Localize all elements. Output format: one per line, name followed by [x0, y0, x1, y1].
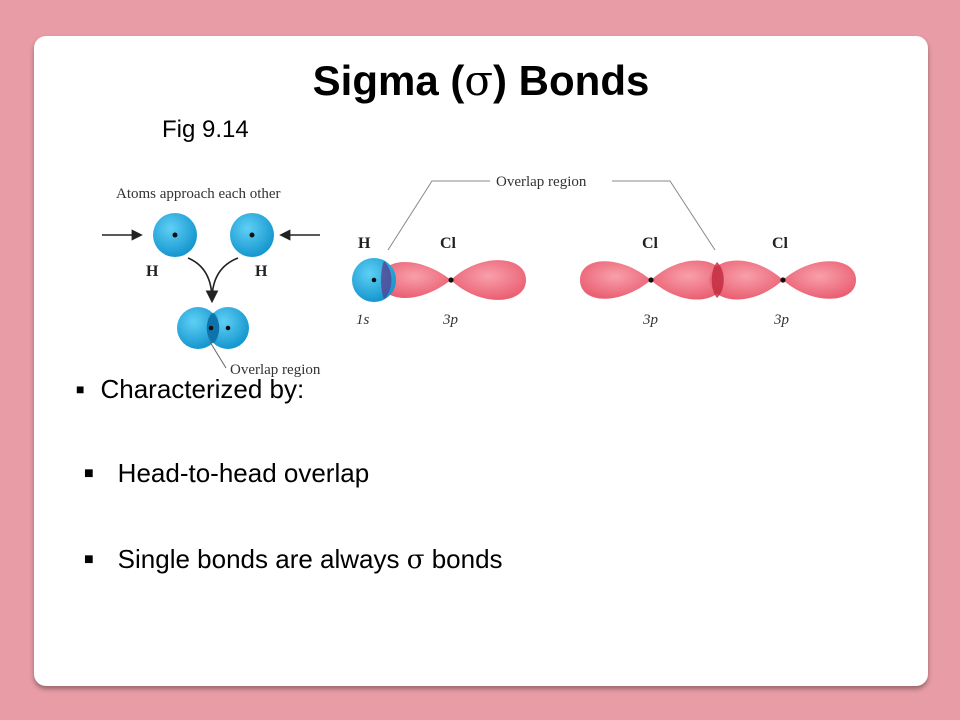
bullet-main: ■ Characterized by:: [76, 374, 304, 405]
slide-title: Sigma (σ) Bonds: [34, 56, 928, 105]
hcl-overlap: [381, 261, 392, 299]
hcl-p-lobe-left: [378, 262, 451, 298]
clcl-overlap: [711, 262, 724, 298]
merge-curve-right: [205, 257, 239, 304]
h2-atom-left: [177, 307, 219, 349]
h-label-right: H: [255, 263, 268, 280]
slide-panel: Sigma (σ) Bonds Fig 9.14: [34, 36, 928, 686]
clcl-orbital2-label: 3p: [773, 312, 790, 328]
clcl-atom2-label: Cl: [772, 235, 789, 252]
clcl-p2-lobe-left: [709, 260, 783, 300]
hcl-atom1-label: H: [358, 235, 371, 252]
clcl-p1-lobe-left: [580, 261, 651, 299]
h-nucleus-right: [249, 232, 255, 238]
bullet-sub-2-sigma: σ: [406, 545, 425, 575]
hcl-orbital2-label: 3p: [442, 312, 459, 328]
h-label-left: H: [146, 263, 159, 280]
atoms-approach-caption: Atoms approach each other: [116, 186, 281, 202]
bullet-square-icon: ■: [84, 465, 94, 482]
clcl-p2-lobe-right: [783, 261, 856, 299]
bullet-main-text: Characterized by:: [100, 374, 305, 404]
figure-label: Fig 9.14: [162, 116, 249, 143]
hcl-atom2-label: Cl: [440, 235, 457, 252]
bullet-square-icon: ■: [76, 381, 85, 397]
hcl-p-lobe-right: [451, 260, 526, 300]
merge-curve-left: [187, 257, 213, 301]
bullet-sub-2: ■ Single bonds are always σ bonds: [84, 544, 503, 575]
clcl-p1-lobe-right: [651, 260, 725, 300]
bullet-sub-2-prefix: Single bonds are always: [117, 544, 407, 574]
title-prefix: Sigma (: [312, 57, 465, 104]
clcl-orbital1-label: 3p: [642, 312, 659, 328]
bullet-square-icon: ■: [84, 551, 94, 568]
h-nucleus-left: [172, 232, 178, 238]
hcl-orbital1-label: 1s: [356, 312, 370, 328]
bullet-sub-1: ■ Head-to-head overlap: [84, 458, 369, 489]
title-sigma: σ: [464, 56, 494, 105]
clcl-atom1-label: Cl: [642, 235, 659, 252]
bullet-sub-2-suffix: bonds: [424, 544, 503, 574]
title-suffix: ) Bonds: [493, 57, 650, 104]
top-overlap-label: Overlap region: [496, 174, 587, 190]
bullet-sub-1-text: Head-to-head overlap: [117, 458, 370, 488]
left-overlap-label: Overlap region: [230, 362, 321, 378]
